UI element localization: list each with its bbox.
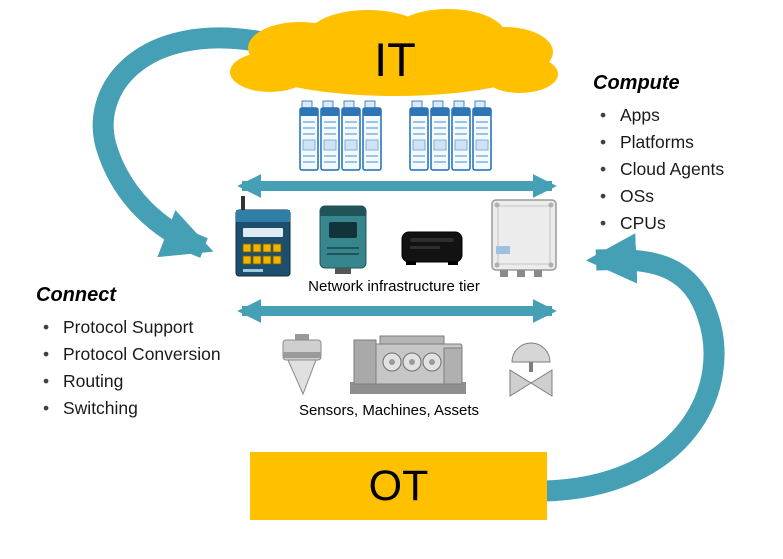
- connect-title: Connect: [36, 284, 116, 306]
- gateway-device-icon: [401, 231, 463, 265]
- control-valve-icon: [509, 342, 553, 397]
- ot-box-label: OT: [368, 461, 429, 510]
- connect-list: Protocol Support Protocol Conversion Rou…: [36, 314, 274, 422]
- connect-item: Switching: [36, 395, 274, 422]
- compute-section: Compute Apps Platforms Cloud Agents OSs …: [593, 72, 779, 237]
- industrial-router-icon: [235, 196, 291, 277]
- connect-section: Connect Protocol Support Protocol Conver…: [36, 284, 274, 422]
- compute-item: OSs: [593, 183, 779, 210]
- server-rack-cluster-icon: [299, 100, 492, 171]
- curved-arrow-ot-to-network-icon: [544, 233, 725, 502]
- compute-item: Apps: [593, 102, 779, 129]
- compute-list: Apps Platforms Cloud Agents OSs CPUs: [593, 102, 779, 237]
- connect-item: Protocol Support: [36, 314, 274, 341]
- junction-box-icon: [491, 199, 557, 277]
- radar-sensor-icon: [282, 334, 322, 396]
- connect-item: Routing: [36, 368, 274, 395]
- connect-item: Protocol Conversion: [36, 341, 274, 368]
- it-cloud-label: IT: [374, 33, 416, 86]
- curved-arrow-it-to-network-icon: [92, 27, 264, 258]
- cloud-shape-icon: [230, 9, 558, 96]
- network-tier-label: Network infrastructure tier: [308, 278, 480, 295]
- edge-tier-label: Sensors, Machines, Assets: [298, 402, 480, 419]
- plc-controller-icon: [319, 205, 367, 274]
- compute-title: Compute: [593, 72, 680, 94]
- compute-item: Cloud Agents: [593, 156, 779, 183]
- industrial-machine-icon: [350, 335, 466, 394]
- compute-item: Platforms: [593, 129, 779, 156]
- ot-box: OT: [250, 452, 547, 520]
- compute-item: CPUs: [593, 210, 779, 237]
